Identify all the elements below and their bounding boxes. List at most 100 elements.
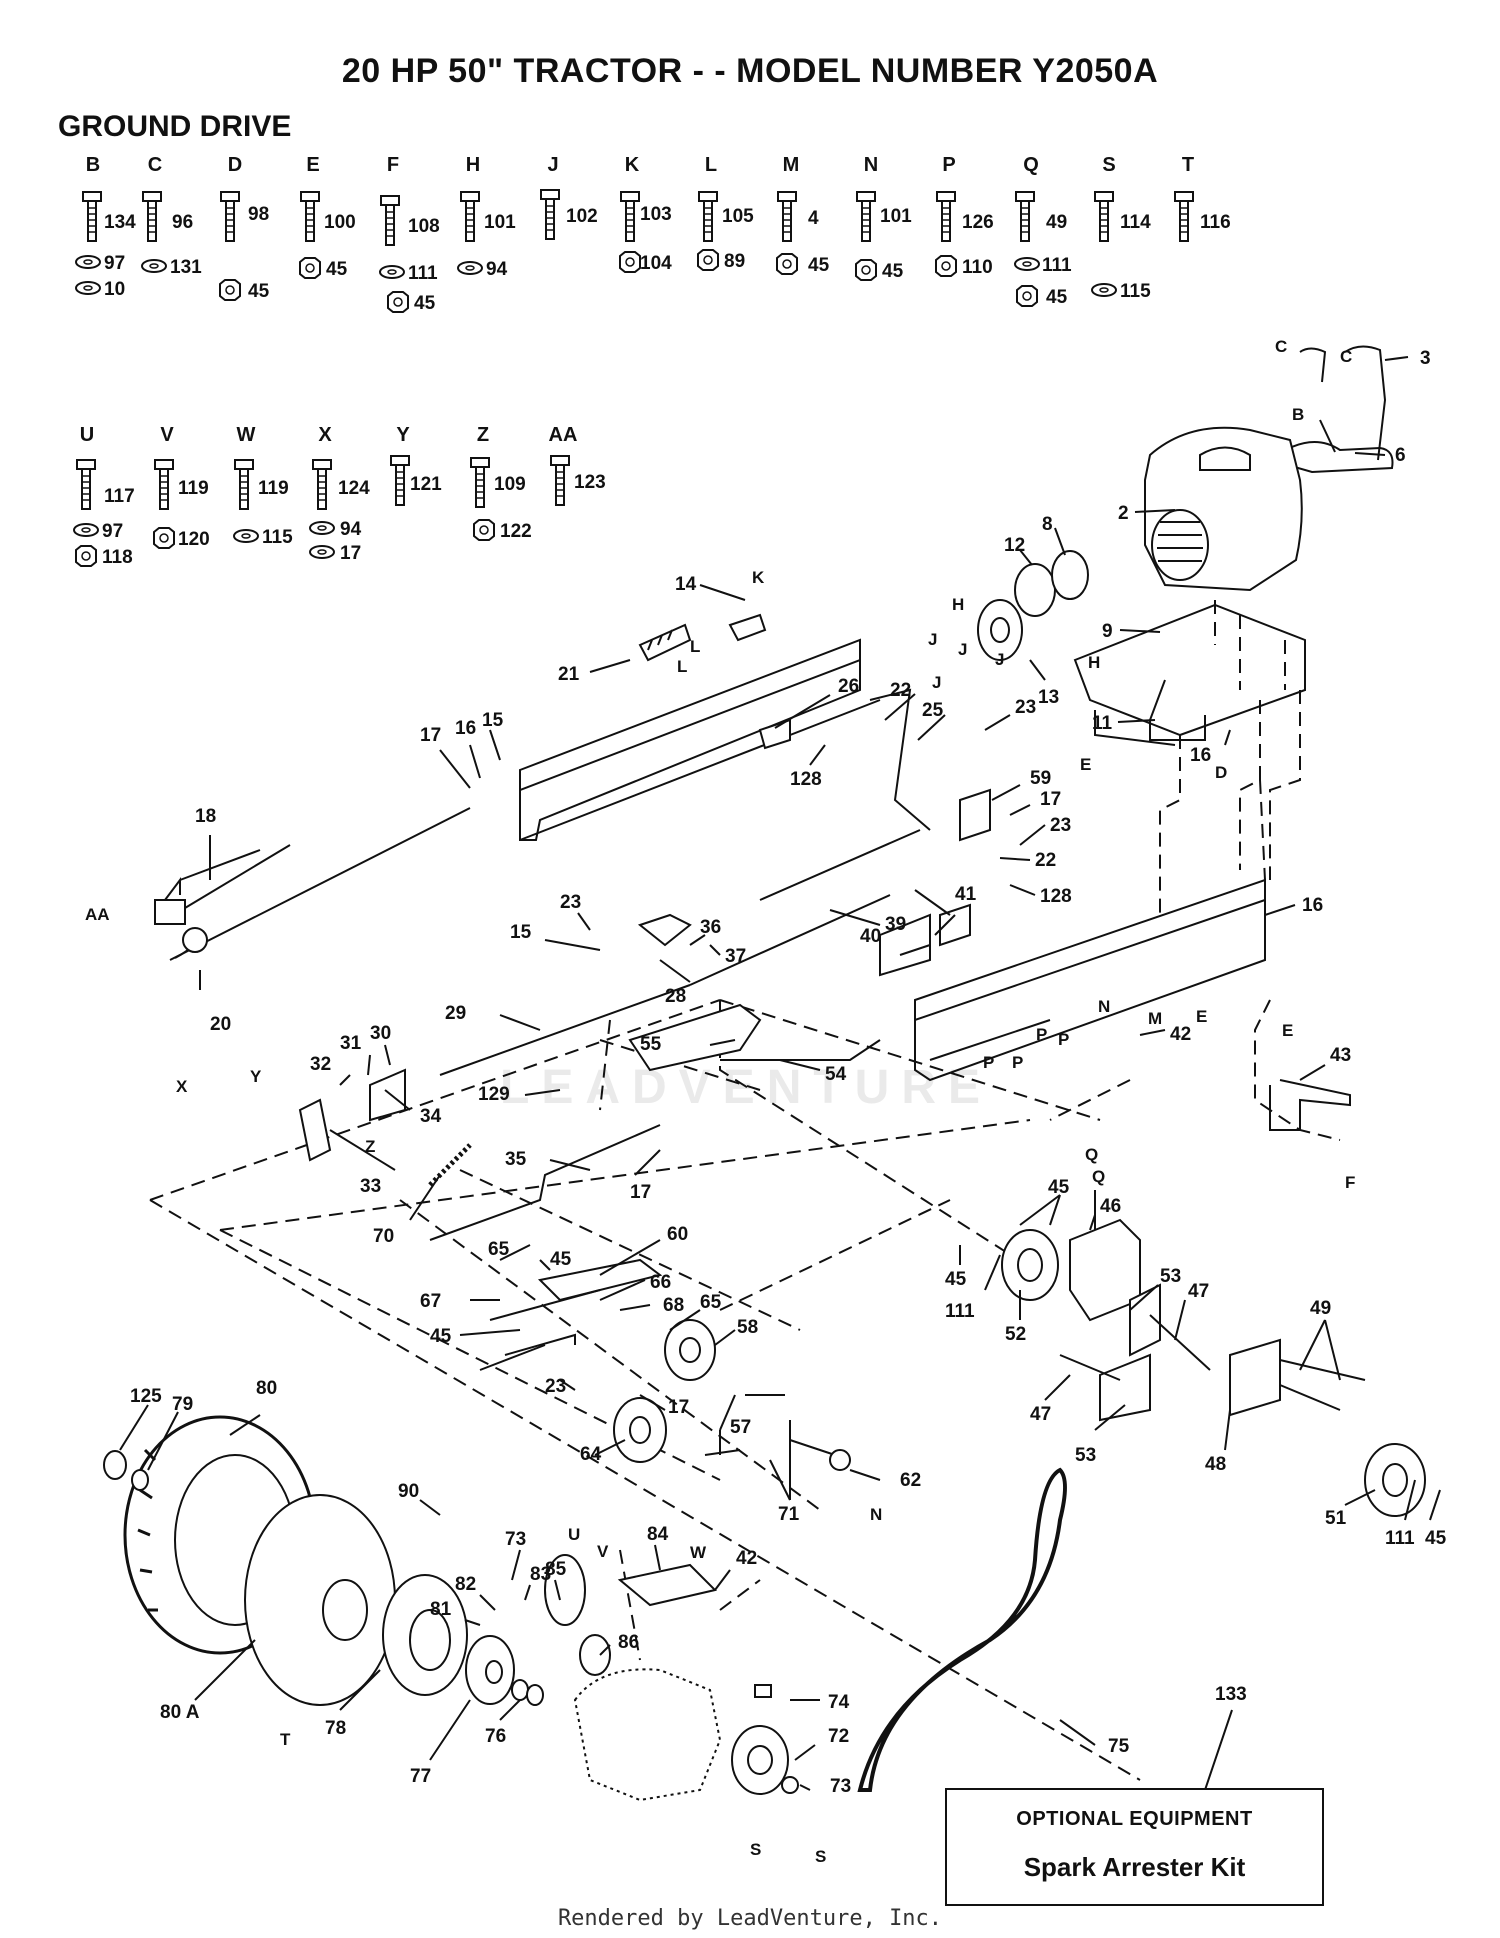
part-number: 103 [640,204,672,225]
callout: 80 [256,1378,277,1399]
callout: 33 [360,1176,381,1197]
callout: 17 [630,1182,651,1203]
part-number: 94 [486,259,508,280]
callout: 83 [530,1564,551,1585]
callout: 86 [618,1632,639,1653]
callout: 55 [640,1034,662,1055]
callout: 58 [737,1317,758,1338]
part-number: 115 [1120,281,1151,302]
callout: 59 [1030,768,1051,789]
callout: 8 [1042,514,1053,535]
part-number: 123 [574,472,606,493]
callout: 45 [430,1326,452,1347]
section-title: GROUND DRIVE [58,110,292,143]
callout: 34 [420,1106,442,1127]
part-number: 97 [104,253,125,274]
callout: 45 [1425,1528,1447,1549]
callout: 14 [675,574,697,595]
hardware-letter: T [1181,154,1195,176]
callout: 66 [650,1272,671,1293]
hardware-letter: U [79,424,95,446]
callout: 48 [1205,1454,1226,1475]
callout: 72 [828,1726,849,1747]
ref-letter: J [995,650,1004,669]
part-number: 45 [882,261,904,282]
hardware-letter: Y [396,424,410,446]
hardware-letter: P [942,154,956,176]
callout: 65 [700,1292,722,1313]
part-number: 117 [104,486,135,507]
ref-letter: N [870,1505,882,1524]
callout-numbers: 3 6 2 8 12 9 13 11 14 21 26 22 25 23 128… [130,348,1447,1797]
hardware-letter: W [236,424,256,446]
watermark-text: LEADVENTURE [500,1061,993,1114]
part-number: 111 [408,263,438,284]
callout: 111 [945,1301,975,1322]
part-number: 101 [880,206,912,227]
callout: 75 [1108,1736,1130,1757]
part-number: 45 [326,259,348,280]
callout: 53 [1075,1445,1096,1466]
part-number: 4 [808,208,819,229]
hardware-letter: D [227,154,243,176]
part-number: 134 [104,212,136,233]
hardware-letter: J [547,154,559,176]
reference-letters: C C B H H J J J J K L L E D AA M E E N P… [85,337,1355,1866]
callout: 13 [1038,687,1059,708]
callout: 35 [505,1149,527,1170]
part-number: 126 [962,212,994,233]
part-number: 105 [722,206,754,227]
footer-credit: Rendered by LeadVenture, Inc. [557,1906,943,1931]
callout: 23 [560,892,581,913]
callout: 17 [668,1397,689,1418]
part-number: 89 [724,251,745,272]
hardware-row-2: 117 97 118 119 120 119 115 124 94 17 121… [73,455,606,568]
part-number: 45 [414,293,436,314]
callout: 26 [838,676,859,697]
callout: 9 [1102,621,1113,642]
callout: 67 [420,1291,441,1312]
callout: 15 [510,922,532,943]
callout: 47 [1030,1404,1051,1425]
callout: 128 [1040,886,1072,907]
part-number: 108 [408,216,440,237]
callout: 20 [210,1014,231,1035]
ref-letter: M [1148,1009,1162,1028]
part-number: 102 [566,206,598,227]
callout: 31 [340,1033,362,1054]
part-number: 124 [338,478,370,499]
callout: 80 A [160,1702,200,1723]
callout: 49 [1310,1298,1331,1319]
ref-letter: X [176,1077,188,1096]
callout: 85 [545,1559,567,1580]
ref-letter: W [690,1543,707,1562]
hardware-letter: E [306,154,320,176]
hardware-letter: AA [548,424,578,446]
hardware-row-1: 134 97 10 96 131 98 45 100 45 108 111 45… [75,189,1231,314]
callout: 60 [667,1224,688,1245]
callout: 79 [172,1394,193,1415]
page-title: 20 HP 50" TRACTOR - - MODEL NUMBER Y2050… [341,52,1159,90]
callout: 22 [1035,850,1056,871]
hardware-letter: L [704,154,718,176]
ref-letter: J [928,630,937,649]
ref-letter: C [1340,347,1352,366]
part-number: 121 [410,474,442,495]
ref-letter: H [952,595,964,614]
ref-letter: Y [250,1067,262,1086]
hardware-letter: Z [476,424,490,446]
ref-letter: E [1196,1007,1207,1026]
ref-letter: Z [365,1137,375,1156]
optional-equipment-heading: OPTIONAL EQUIPMENT [1016,1808,1253,1830]
ref-letter: S [750,1840,761,1859]
ref-letter: L [690,637,700,656]
callout: 23 [545,1376,566,1397]
callout: 12 [1004,535,1025,556]
part-number: 98 [248,204,269,225]
hardware-letter: H [465,154,481,176]
callout: 45 [945,1269,967,1290]
callout: 16 [1190,745,1211,766]
callout: 17 [420,725,441,746]
ref-letter: S [815,1847,826,1866]
callout: 32 [310,1054,331,1075]
